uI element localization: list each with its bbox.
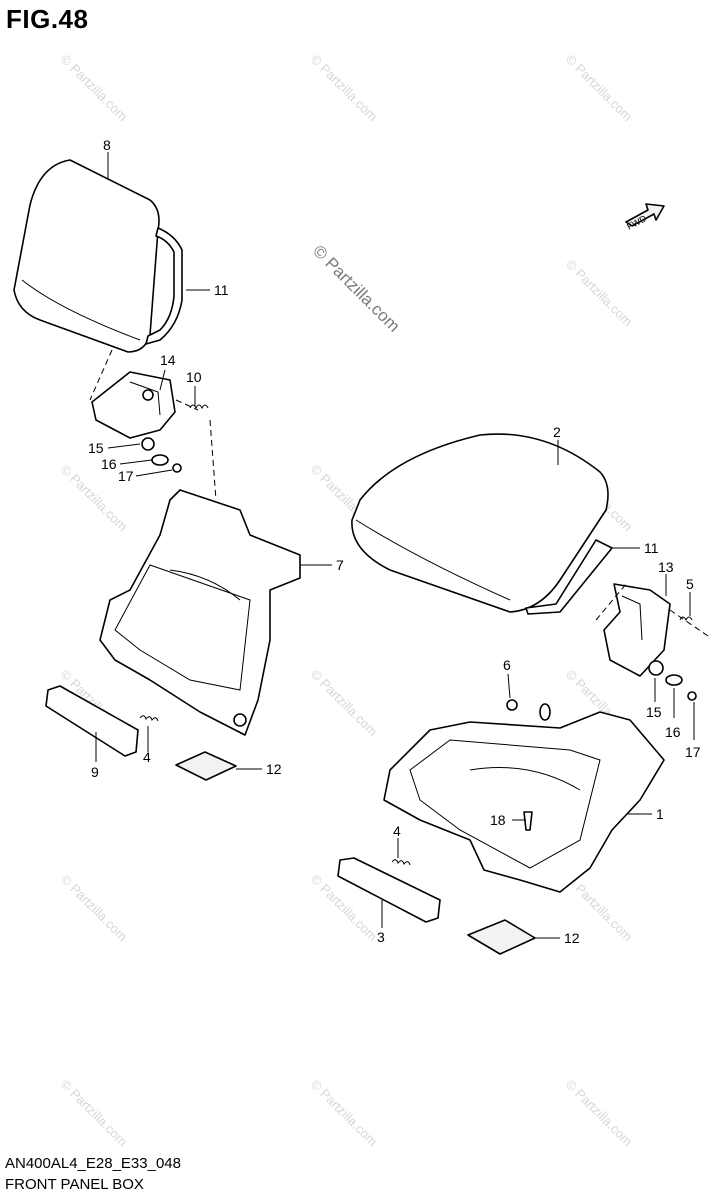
part-15-16-17-fasteners	[141, 437, 182, 473]
part-12-pad	[467, 919, 536, 955]
callout-11: 11	[644, 540, 659, 556]
part-1-panel-box	[383, 711, 665, 893]
part-18-screw	[523, 811, 533, 831]
callout-13: 13	[658, 559, 674, 575]
diagram-caption: FRONT PANEL BOX	[5, 1176, 144, 1193]
watermark: © Partzilla.com	[308, 52, 381, 125]
part-7-panel-box	[99, 489, 301, 736]
callout-12: 12	[564, 930, 580, 946]
callout-1: 1	[656, 806, 664, 822]
watermark: © Partzilla.com	[308, 1077, 381, 1150]
callout-16: 16	[101, 456, 117, 472]
callout-10: 10	[186, 369, 202, 385]
assembly-line	[669, 609, 709, 637]
diagram-code: AN400AL4_E28_E33_048	[5, 1155, 181, 1172]
callout-2: 2	[553, 424, 561, 440]
part-6-screw	[506, 699, 551, 721]
leader-lines	[95, 152, 695, 939]
callout-14: 14	[160, 352, 176, 368]
callout-18: 18	[490, 812, 506, 828]
watermark: © Partzilla.com	[308, 667, 381, 740]
part-11-seal	[145, 227, 183, 345]
watermark: © Partzilla.com	[563, 52, 636, 125]
callout-11: 11	[214, 282, 229, 298]
watermark: © Partzilla.com	[563, 257, 636, 330]
callout-labels: 8 11 14 10 15 16 17 7 9 4 12 2 11 13 5 6…	[88, 137, 701, 946]
callout-16: 16	[665, 724, 681, 740]
part-2-lid	[351, 433, 609, 613]
part-15-16-17-fasteners	[648, 660, 697, 701]
part-8-lid	[13, 159, 160, 353]
figure-title: FIG.48	[6, 4, 89, 34]
part-13-hinge	[603, 583, 671, 677]
callout-7: 7	[336, 557, 344, 573]
callout-9: 9	[91, 764, 99, 780]
part-4-spring	[391, 859, 411, 866]
callout-4: 4	[393, 823, 401, 839]
part-10-spring	[189, 404, 209, 410]
callout-15: 15	[646, 704, 662, 720]
callout-17: 17	[685, 744, 701, 760]
watermark: © Partzilla.com	[58, 52, 131, 125]
callout-17: 17	[118, 468, 134, 484]
watermark-main: © Partzilla.com	[309, 241, 403, 335]
callout-3: 3	[377, 929, 385, 945]
callout-5: 5	[686, 576, 694, 592]
assembly-line	[595, 583, 627, 621]
part-4-spring	[139, 715, 159, 722]
callout-4: 4	[143, 749, 151, 765]
part-12-pad	[175, 751, 237, 781]
watermark: © Partzilla.com	[58, 1077, 131, 1150]
callout-12: 12	[266, 761, 282, 777]
fwd-arrow-icon: FWD	[625, 203, 665, 232]
part-9-latch	[45, 685, 139, 757]
watermark: © Partzilla.com	[58, 872, 131, 945]
assembly-line	[209, 419, 217, 501]
part-3-latch	[337, 857, 441, 923]
callout-8: 8	[103, 137, 111, 153]
callout-6: 6	[503, 657, 511, 673]
callout-15: 15	[88, 440, 104, 456]
assembly-line	[175, 399, 199, 411]
assembly-line	[89, 349, 113, 401]
watermark: © Partzilla.com	[563, 1077, 636, 1150]
part-14-hinge	[91, 371, 176, 439]
